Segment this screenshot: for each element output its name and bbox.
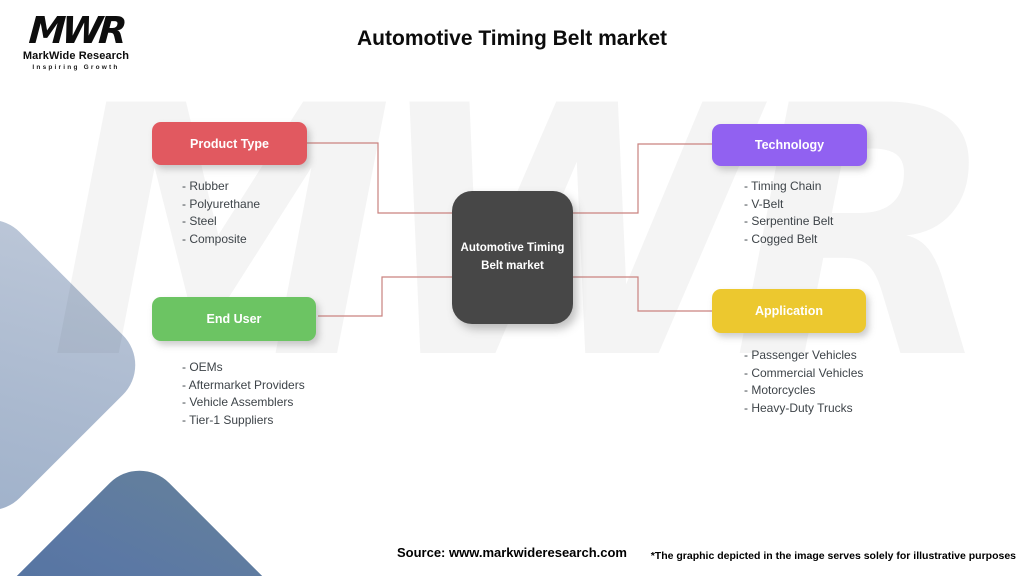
technology-list: - Timing Chain - V-Belt - Serpentine Belt -… [744,178,867,248]
node-application: Application [712,289,866,333]
end-user-list: - OEMs - Aftermarket Providers - Vehicle A… [182,359,316,429]
node-product-type: Product Type [152,122,307,165]
node-product-type-label: Product Type [190,136,269,151]
center-node-label: Automotive Timing Belt market [460,242,565,272]
node-end-user: End User [152,297,316,341]
list-item: - Serpentine Belt [744,214,834,228]
list-item: - Cogged Belt [744,231,818,246]
list-item: - Aftermarket Providers [182,377,305,392]
list-item: - Passenger Vehicles [744,348,857,362]
node-end-user-label: End User [206,312,262,326]
node-technology: Technology [712,124,867,166]
connector-product-type [307,142,452,214]
list-item: - Motorcycles [744,383,816,397]
list-item: - Polyurethane [182,196,261,211]
source-text: Source: www.markwideresearch.com [396,545,627,560]
product-type-list: - Rubber - Polyurethane - Steel - Composite [182,178,307,248]
connector-application [573,276,712,312]
node-group-end-user: End User - OEMs- Aftermarket Providers- … [152,297,316,429]
markwide-logo: MWR MarkWide Research Inspiring Growth [20,9,132,71]
list-item: - V-Belt [744,196,784,211]
node-application-label: Application [754,304,824,318]
node-group-technology: Technology - Timing Chain - V-Belt - Serpe… [712,124,867,248]
list-item: - Rubber [182,179,229,193]
page-title: Automotive Timing Belt market [357,27,667,50]
application-list: - Passenger Vehicles - Commercial Vehicle… [744,347,866,417]
node-group-product-type: Product Type - Rubber - Polyurethane - Ste… [152,122,307,248]
node-technology-label: Technology [754,138,825,152]
logo-tagline: Inspiring Growth [32,64,120,71]
list-item: - Steel [182,214,217,228]
center-node: Automotive Timing Belt market [452,191,573,324]
connector-end-user [318,276,452,317]
list-item: - Composite [182,231,247,246]
list-item: - Tier-1 Suppliers [182,412,274,427]
connector-technology [573,143,712,214]
logo-name: MarkWide Research [22,50,130,62]
node-group-application: Application - Passenger Vehicles - Commer… [712,289,866,417]
list-item: - Commercial Vehicles [744,365,864,380]
list-item: - Vehicle Assemblers [182,395,294,409]
list-item: - OEMs [182,360,223,374]
disclaimer-text: *The graphic depicted in the image serve… [650,550,1016,562]
list-item: - Timing Chain [744,179,822,193]
list-item: - Heavy-Duty Trucks [744,400,853,415]
